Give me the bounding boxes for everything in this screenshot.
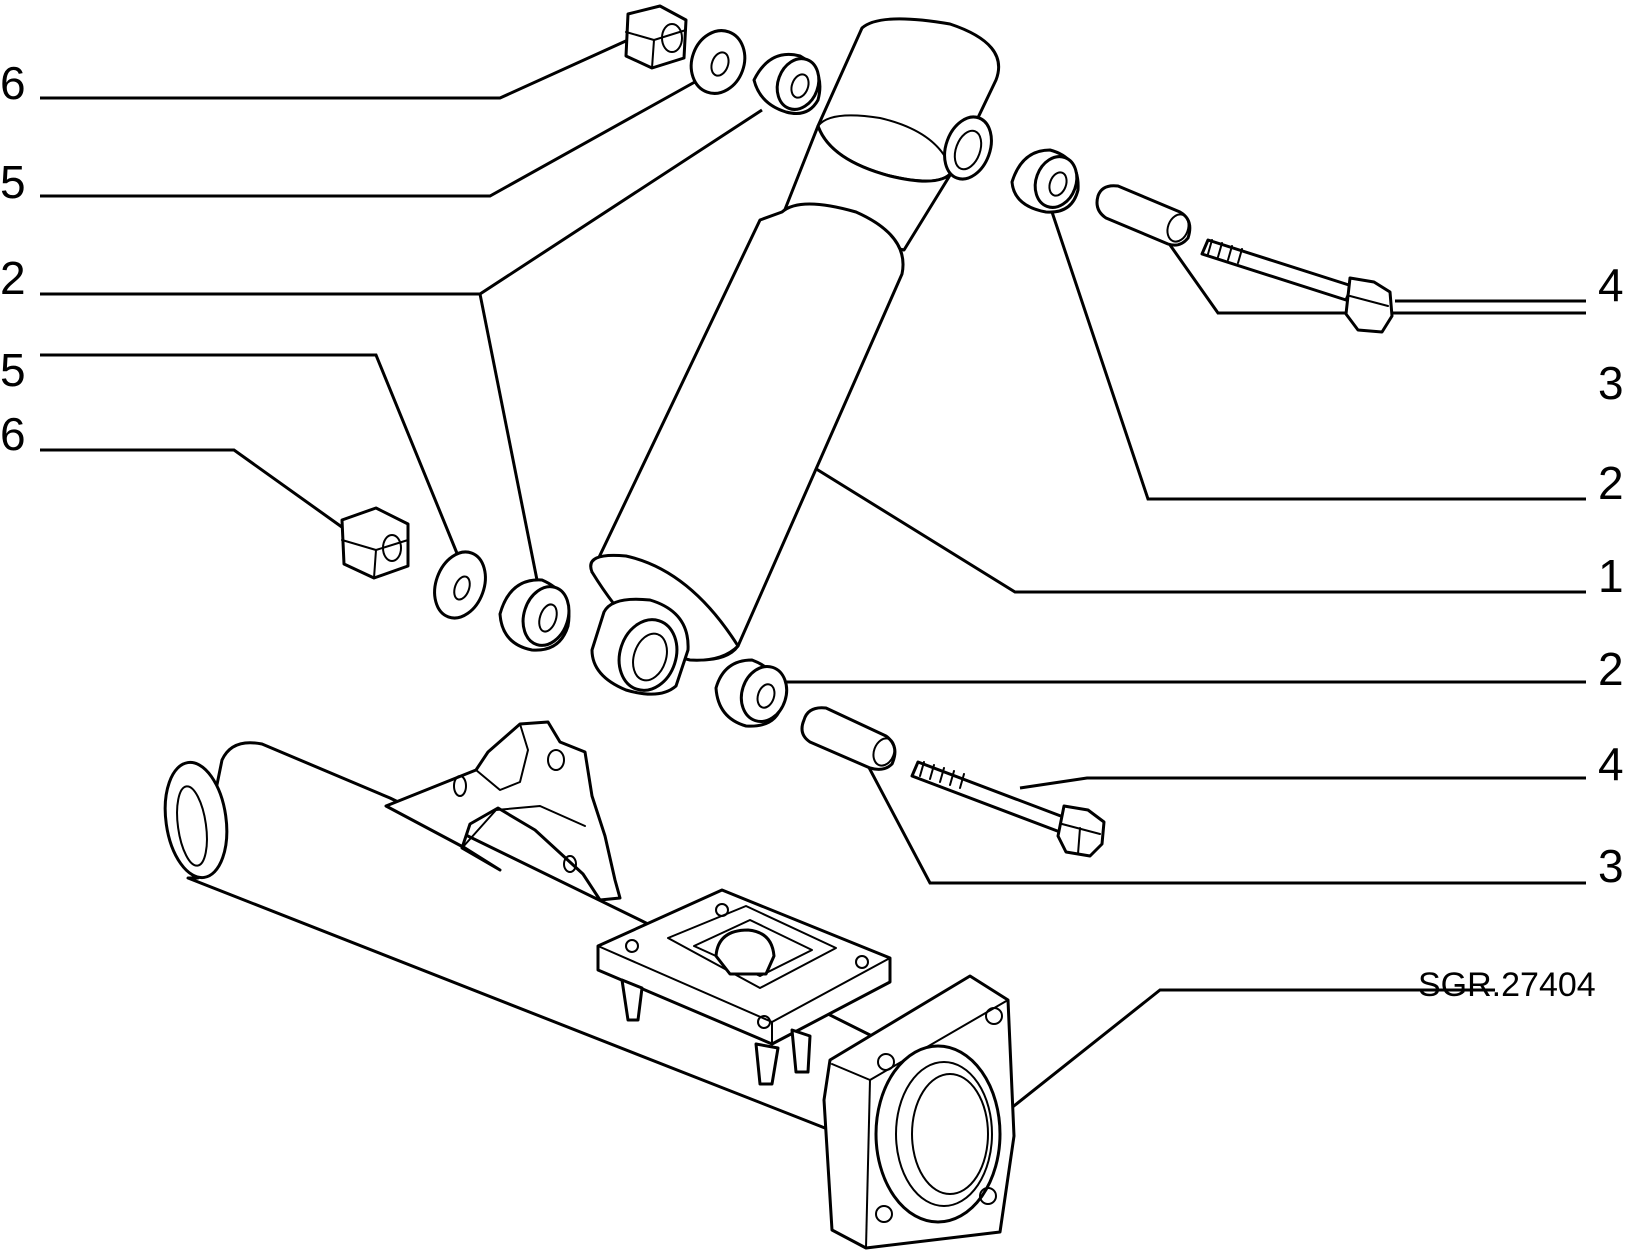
leader-right-3-lower	[863, 759, 1586, 885]
leader-drawing-code	[999, 988, 1495, 1119]
ref-label-right-1: 4	[1598, 259, 1624, 311]
leader-left-6-top	[40, 38, 629, 100]
nut-lower	[340, 506, 410, 580]
axle-housing	[163, 720, 1016, 1250]
leader-left-6-lower	[40, 448, 347, 532]
leader-right-1	[804, 460, 1586, 594]
bolt-top	[1200, 238, 1394, 334]
bushing-top-right	[1010, 148, 1080, 214]
ref-label-left-4: 5	[0, 344, 26, 396]
ref-label-right-5: 2	[1598, 643, 1624, 695]
ref-label-right-2: 3	[1598, 357, 1624, 409]
leader-right-4-lower	[1019, 776, 1586, 790]
ref-label-right-3: 2	[1598, 457, 1624, 509]
ref-label-left-3: 2	[0, 252, 26, 304]
leader-left-5-lower	[40, 353, 465, 569]
washer-top	[689, 29, 747, 95]
shock-absorber	[589, 17, 1001, 696]
callout-leaders	[40, 38, 1586, 1119]
nut-top	[624, 4, 688, 70]
drawing-code: SGR.27404	[1418, 966, 1596, 1004]
bolt-lower	[910, 760, 1106, 858]
ref-label-left-1: 6	[0, 57, 26, 109]
bushing-lower-right	[714, 658, 789, 728]
leader-left-2-top	[40, 108, 763, 296]
sleeve-top	[1095, 184, 1192, 247]
reference-labels-left: 6 5 2 5 6	[0, 57, 26, 460]
ref-label-left-2: 5	[0, 156, 26, 208]
ref-label-right-7: 3	[1598, 840, 1624, 892]
leader-left-2-lower-branch	[478, 293, 540, 586]
leader-right-3-top	[1161, 234, 1586, 315]
ref-label-right-4: 1	[1598, 550, 1624, 602]
bushing-top-left	[752, 53, 822, 115]
reference-labels-right: 4 3 2 1 2 4 3	[1598, 259, 1624, 892]
leader-left-5-top	[40, 76, 703, 198]
bushing-lower-left	[498, 578, 571, 652]
ref-label-left-5: 6	[0, 408, 26, 460]
sleeve-lower	[800, 706, 897, 771]
ref-label-right-6: 4	[1598, 738, 1624, 790]
leader-right-2-top	[1046, 199, 1586, 501]
hardware	[340, 4, 1394, 858]
washer-lower	[433, 550, 487, 620]
